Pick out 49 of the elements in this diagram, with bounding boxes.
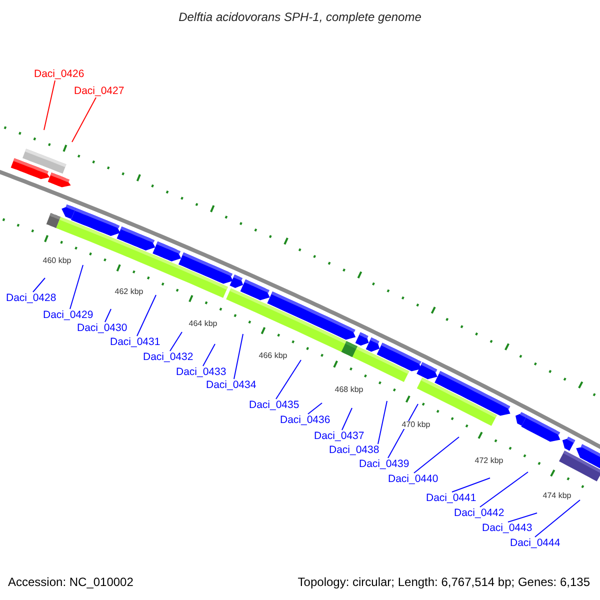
gene-label: Daci_0442 [454,508,504,518]
gene-label: Daci_0436 [280,415,330,426]
scale-label: 466 kbp [258,352,288,360]
leader-line [70,264,84,310]
title: Delftia acidovorans SPH-1, complete genome [178,11,422,23]
gene-label: Daci_0432 [143,352,194,362]
leader-line [508,512,538,522]
leader-line [378,400,388,444]
gene-label: Daci_0427 [74,86,124,96]
leader-line [202,344,216,366]
scale-label: 460 kbp [42,257,72,265]
gene-label: Daci_0440 [388,474,438,484]
leader-line [234,334,244,380]
gene-label: Daci_0444 [510,538,560,548]
leader-line [170,332,182,352]
leader-line [276,360,302,400]
leader-line [44,80,56,130]
gene-label: Daci_0429 [43,310,94,320]
gene-label: Daci_0437 [314,431,364,442]
scale-label: 468 kbp [334,386,364,394]
leader-line [104,308,112,322]
gene-label: Daci_0431 [110,337,160,348]
gene-label: Daci_0435 [249,400,300,410]
leader-line [308,402,322,414]
scale-label: 472 kbp [474,457,504,465]
scale-label: 464 kbp [188,320,218,328]
gene-label: Daci_0434 [206,380,256,390]
gene-label: Daci_0426 [34,69,84,80]
leader-line [452,478,490,492]
leader-line [32,278,46,292]
leader-line [414,436,460,474]
gene-label: Daci_0438 [329,445,380,456]
leader-line [480,472,528,508]
gene-label: Daci_0441 [426,493,476,504]
leader-line [534,500,580,538]
leader-line [342,408,352,430]
leader-line [388,404,418,458]
gene-label: Daci_0439 [359,459,410,470]
leader-line [136,294,156,336]
gene-label: Daci_0443 [482,523,532,534]
accession-text: Accession: NC_010002 [8,576,134,588]
gene-label: Daci_0428 [6,293,56,304]
leader-line [72,97,96,142]
scale-label: 474 kbp [542,492,572,500]
genome-info-text: Topology: circular; Length: 6,767,514 bp; Genes: 6,135 [298,576,590,588]
scale-label: 462 kbp [114,288,144,296]
gene-label: Daci_0433 [176,367,226,378]
gene-label: Daci_0430 [77,323,128,334]
scale-label: 470 kbp [401,421,431,429]
